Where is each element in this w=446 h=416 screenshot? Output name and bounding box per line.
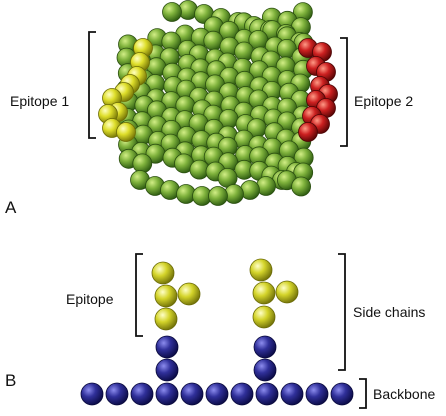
panel-b-label: B	[5, 371, 17, 390]
epitope-group-sphere	[252, 281, 276, 305]
backbone-sphere	[105, 382, 129, 406]
epitope-2-spheres	[298, 38, 338, 142]
protein-sphere	[132, 153, 153, 174]
epitope-group-sphere	[177, 282, 201, 306]
backbone-sphere	[280, 382, 304, 406]
backbone-sphere	[205, 382, 229, 406]
backbone-sphere	[155, 382, 179, 406]
side-chain-sphere	[155, 335, 179, 359]
epitope-group-sphere	[275, 280, 299, 304]
panel-a-label: A	[5, 198, 17, 217]
epitope-1-bracket	[88, 31, 96, 139]
side-chain-sphere	[253, 335, 277, 359]
epitope-2-bracket	[340, 37, 348, 147]
side-chain-spheres	[155, 335, 277, 382]
epitope-group-spheres	[151, 258, 299, 331]
epitope-1-spheres	[98, 38, 153, 142]
side-chains-bracket	[338, 253, 346, 371]
side-chain-sphere	[253, 358, 277, 382]
epitope-1-label: Epitope 1	[10, 93, 70, 109]
backbone-sphere	[330, 382, 354, 406]
protein-sphere	[208, 186, 228, 206]
backbone-sphere	[130, 382, 154, 406]
side-chain-sphere	[155, 358, 179, 382]
protein-molecule	[116, 0, 314, 206]
epitope-bracket	[135, 253, 143, 337]
epitope-2-sphere	[298, 122, 318, 142]
protein-sphere	[162, 2, 182, 22]
backbone-sphere	[255, 382, 279, 406]
backbone-label: Backbone	[373, 386, 436, 402]
epitope-group-sphere	[249, 258, 273, 282]
backbone-sphere	[180, 382, 204, 406]
epitope-2-label: Epitope 2	[354, 93, 414, 109]
backbone-sphere	[80, 382, 104, 406]
epitope-group-sphere	[252, 305, 276, 329]
protein-sphere	[291, 176, 312, 197]
backbone-bracket	[359, 378, 367, 409]
backbone-chain	[80, 382, 354, 406]
epitope-group-sphere	[151, 261, 175, 285]
epitope-1-sphere	[116, 122, 136, 142]
backbone-sphere	[230, 382, 254, 406]
epitope-group-sphere	[154, 307, 178, 331]
backbone-sphere	[305, 382, 329, 406]
epitope-group-sphere	[154, 284, 178, 308]
side-chains-label: Side chains	[353, 304, 426, 320]
epitope-label: Epitope	[66, 291, 114, 307]
